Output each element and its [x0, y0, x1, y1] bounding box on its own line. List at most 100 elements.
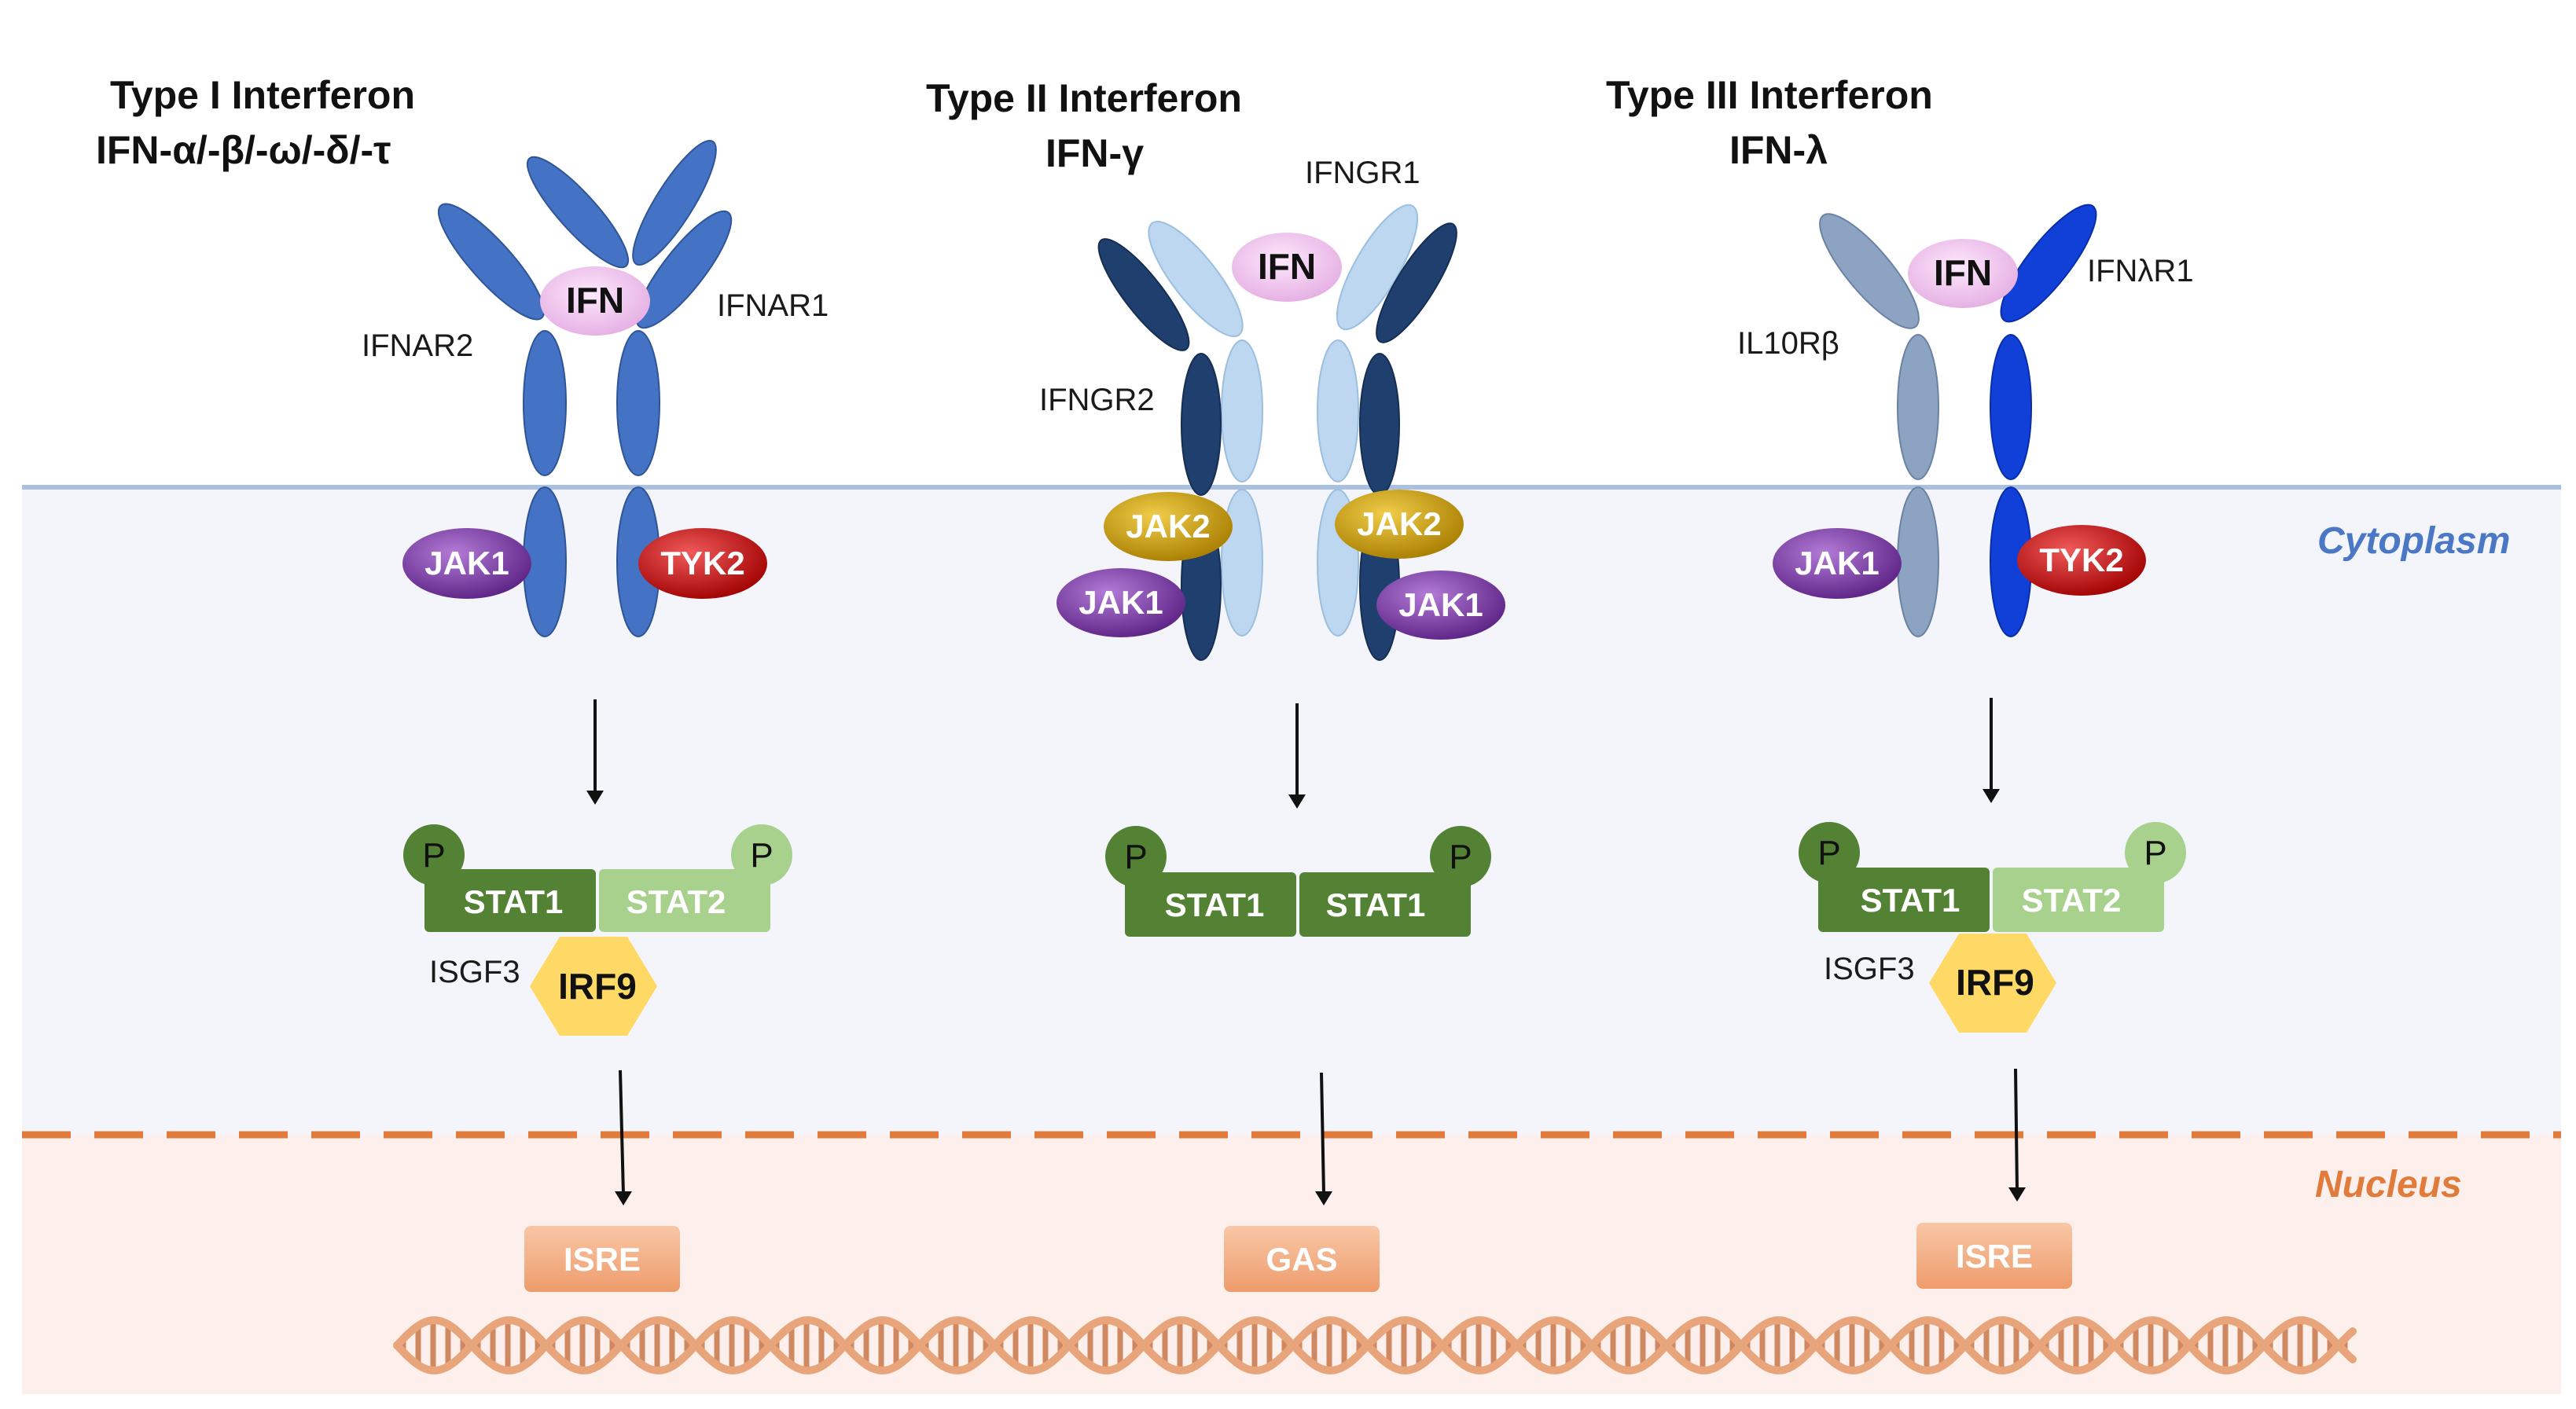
ifngr2-label: IFNGR2	[1039, 383, 1155, 417]
ifngr2-right-mid-domain	[1359, 353, 1400, 496]
type2-stat1-left-label: STAT1	[1165, 886, 1265, 923]
type2-arrow-to-nucleus-head	[1315, 1191, 1332, 1205]
type1-isre-label: ISRE	[564, 1241, 641, 1278]
type2-gas-label: GAS	[1266, 1241, 1337, 1278]
type1-jak1-label: JAK1	[424, 545, 509, 582]
type1-pathway: Type I Interferon IFN-α/-β/-ω/-δ/-τ IFN …	[96, 73, 829, 1292]
type1-irf9	[530, 937, 657, 1036]
type1-ifn-ligand	[540, 266, 650, 336]
type1-stat2	[599, 869, 770, 932]
type1-irf9-label: IRF9	[558, 966, 637, 1007]
dna-strand-back	[393, 1315, 2357, 1375]
ifngr1-label: IFNGR1	[1305, 156, 1420, 190]
il10rb-mid-domain	[1897, 334, 1939, 480]
ifnar1-label: IFNAR1	[717, 288, 829, 323]
type3-stat1	[1818, 868, 1990, 932]
type1-isgf3-label: ISGF3	[429, 955, 520, 989]
ifngr1-right-mid-domain	[1317, 339, 1359, 483]
cytoplasm-label: Cytoplasm	[2317, 520, 2510, 562]
type2-jak2-left	[1104, 492, 1233, 561]
type2-ifn-label: IFN	[1258, 246, 1316, 287]
ifnar1-top-left-domain	[526, 156, 630, 269]
type1-stat1	[424, 869, 596, 932]
type2-jak1-left-label: JAK1	[1079, 584, 1163, 621]
type3-subtitle: IFN-λ	[1729, 128, 1828, 172]
il10rb-label: IL10Rβ	[1737, 326, 1839, 361]
type3-arrow-to-nucleus	[2014, 1068, 2019, 1191]
ifnlr1-outer-domain	[2000, 204, 2097, 323]
ifngr2-left-outer-domain	[1097, 238, 1190, 351]
type1-stat2-phospho-label: P	[750, 836, 773, 875]
type3-stat1-label: STAT1	[1861, 882, 1960, 919]
dna-helix	[393, 1315, 2357, 1375]
ifnlr1-mid-domain	[1990, 334, 2032, 480]
type2-jak1-left	[1056, 568, 1185, 637]
type3-pathway: Type III Interferon IFN-λ IFN IL10Rβ IFN…	[1606, 73, 2194, 1289]
type2-stat1-right	[1299, 872, 1471, 937]
type3-tyk2	[2017, 525, 2146, 596]
il10rb-intracellular-domain	[1897, 486, 1939, 637]
type2-title: Type II Interferon	[926, 76, 1242, 120]
type3-isre	[1916, 1223, 2072, 1289]
ifnar2-outer-domain	[437, 203, 546, 321]
type2-gas	[1224, 1226, 1380, 1292]
type3-irf9-label: IRF9	[1956, 962, 2034, 1003]
ifngr1-left-mid-domain	[1221, 339, 1263, 483]
type2-stat1-right-phospho-label: P	[1449, 838, 1472, 876]
type2-jak1-right-label: JAK1	[1398, 586, 1483, 623]
type1-stat2-label: STAT2	[627, 883, 726, 920]
type2-stat1-left-phospho-label: P	[1124, 838, 1147, 876]
ifngr1-left-outer-domain	[1148, 221, 1244, 337]
type2-stat1-left	[1125, 872, 1296, 937]
type2-subtitle: IFN-γ	[1045, 131, 1144, 175]
type1-arrow-to-nucleus-head	[615, 1191, 632, 1205]
type1-tyk2	[638, 528, 767, 599]
type2-jak1-right	[1376, 571, 1505, 640]
il10rb-outer-domain	[1819, 213, 1920, 329]
type2-pathway: Type II Interferon IFN-γ IFN IFNGR1 IFNG…	[926, 76, 1505, 1292]
type3-arrow-to-nucleus-head	[2008, 1187, 2026, 1202]
type1-tyk2-label: TYK2	[660, 545, 744, 582]
type1-stat1-phospho-label: P	[422, 836, 445, 875]
type3-jak1	[1773, 528, 1902, 599]
type3-ifn-label: IFN	[1934, 252, 1992, 293]
type1-isre	[524, 1226, 680, 1292]
type1-subtitle: IFN-α/-β/-ω/-δ/-τ	[96, 128, 391, 172]
type2-arrow-to-nucleus	[1320, 1072, 1325, 1195]
cytoplasm-region	[22, 489, 2561, 1135]
type2-stat1-right-phospho	[1430, 826, 1491, 887]
ifnar2-label: IFNAR2	[362, 328, 473, 363]
type1-ifn-label: IFN	[566, 280, 624, 321]
type1-arrow-to-nucleus	[619, 1070, 625, 1195]
type2-stat1-left-phospho	[1105, 826, 1167, 887]
type1-stat1-label: STAT1	[464, 883, 564, 920]
type2-jak2-right	[1335, 490, 1464, 559]
type1-title: Type I Interferon	[110, 73, 415, 117]
ifngr1-right-outer-domain	[1336, 204, 1419, 331]
type2-jak2-right-label: JAK2	[1357, 505, 1441, 542]
type1-arrow-to-stat-head	[586, 791, 604, 805]
type2-stat1-right-label: STAT1	[1326, 886, 1426, 923]
type3-stat2-phospho-label: P	[2144, 834, 2166, 872]
type3-ifn-ligand	[1908, 239, 2018, 308]
type2-jak2-left-label: JAK2	[1126, 508, 1210, 545]
type3-isgf3-label: ISGF3	[1824, 952, 1915, 986]
ifnar2-mid-domain	[523, 330, 567, 476]
ifngr1-left-intracellular-domain	[1221, 489, 1263, 637]
nucleus-label: Nucleus	[2315, 1164, 2462, 1205]
ifnlr1-label: IFNλR1	[2087, 254, 2194, 288]
type2-ifn-ligand	[1232, 233, 1342, 302]
ifnar1-outer-domain	[635, 210, 733, 329]
type3-stat2-label: STAT2	[2022, 882, 2122, 919]
type3-tyk2-label: TYK2	[2039, 541, 2123, 578]
type3-irf9	[1929, 934, 2056, 1033]
type1-jak1	[402, 528, 531, 599]
type3-jak1-label: JAK1	[1795, 545, 1879, 582]
ifnar1-top-right-domain	[632, 139, 717, 266]
type3-arrow-to-stat-head	[1983, 789, 2000, 803]
type3-stat1-phospho-label: P	[1817, 834, 1840, 872]
ifnar1-mid-domain	[616, 330, 660, 476]
dna-strand-front	[393, 1315, 2357, 1375]
